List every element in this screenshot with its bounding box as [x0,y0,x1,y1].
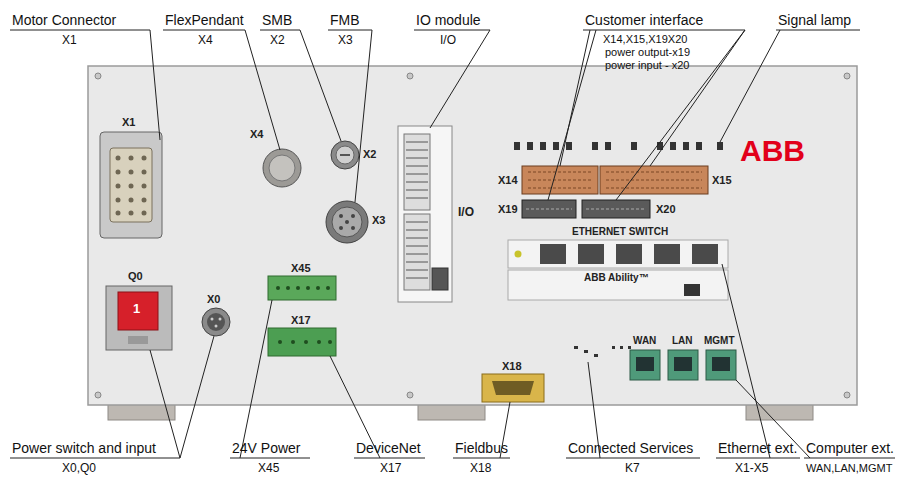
callout-title: FMB [330,12,360,28]
callout-title: Customer interface [585,12,703,28]
callout-underlines [10,30,895,458]
callout-title: Connected Services [568,440,693,456]
callout-title: IO module [416,12,481,28]
port-label: X45 [291,262,311,275]
port-label: X15 [712,174,732,187]
brand-logo: ABB [740,134,805,169]
ability-module [508,270,728,300]
flexpendant-connector [263,149,301,187]
callout-title: 24V Power [232,440,300,456]
callout-code: X1-X5 [735,462,768,476]
callout-note: power input - x20 [605,59,689,72]
callout-code: X17 [380,462,401,476]
callout-code: X1 [62,34,77,48]
callout-title: SMB [262,12,292,28]
status-leds [514,142,723,150]
port-label: X1 [122,116,135,129]
computer-ports [630,350,736,380]
fmb-connector [326,201,368,243]
port-label: I/O [458,206,474,220]
callout-code: X18 [470,462,491,476]
motor-connector [100,132,162,238]
callout-code: WAN,LAN,MGMT [806,462,892,475]
port-label: X18 [502,360,522,373]
power-switch [106,286,172,350]
port-label: Q0 [128,270,143,283]
port-label: X14 [498,174,518,187]
fieldbus-connector [482,374,544,402]
port-label: WAN [633,335,656,347]
port-label: X17 [291,314,311,327]
port-label: X4 [250,128,263,141]
panel-screws [95,73,850,398]
callout-title: Motor Connector [12,12,116,28]
callout-note: power output-x19 [605,46,690,59]
port-label: ETHERNET SWITCH [572,226,668,238]
foot [108,404,175,420]
callout-code: X45 [258,462,279,476]
callout-title: Signal lamp [778,12,851,28]
front-panel [88,66,857,405]
connected-services-leds [574,346,631,357]
port-label: X20 [656,203,676,216]
io-module [398,126,452,302]
callout-title: FlexPendant [165,12,244,28]
foot [746,404,813,420]
callout-title: DeviceNet [356,440,421,456]
port-label: X19 [498,203,518,216]
port-label: MGMT [704,335,735,347]
callout-code: K7 [625,462,640,476]
smb-connector [331,141,359,169]
callout-code: X3 [338,34,353,48]
callout-title: Fieldbus [455,440,508,456]
port-label: LAN [672,335,693,347]
callout-code: X4 [198,34,213,48]
power-input-connector [202,308,230,336]
callout-code: X14,X15,X19X20 [603,33,687,46]
green-terminal-connectors [268,276,336,356]
switch-mark: 1 [133,302,140,317]
callout-code: I/O [440,34,456,48]
callout-code: X0,Q0 [62,462,96,476]
leader-lines [150,30,810,458]
ethernet-switch [508,240,728,268]
callout-title: Ethernet ext. [718,440,797,456]
port-label: X0 [207,293,220,306]
foot [418,404,485,420]
callout-title: Computer ext. [806,440,894,456]
callout-title: Power switch and input [12,440,156,456]
port-label: X2 [363,148,376,161]
port-label: X3 [372,214,385,227]
callout-code: X2 [270,34,285,48]
port-label: ABB Ability™ [584,272,649,284]
